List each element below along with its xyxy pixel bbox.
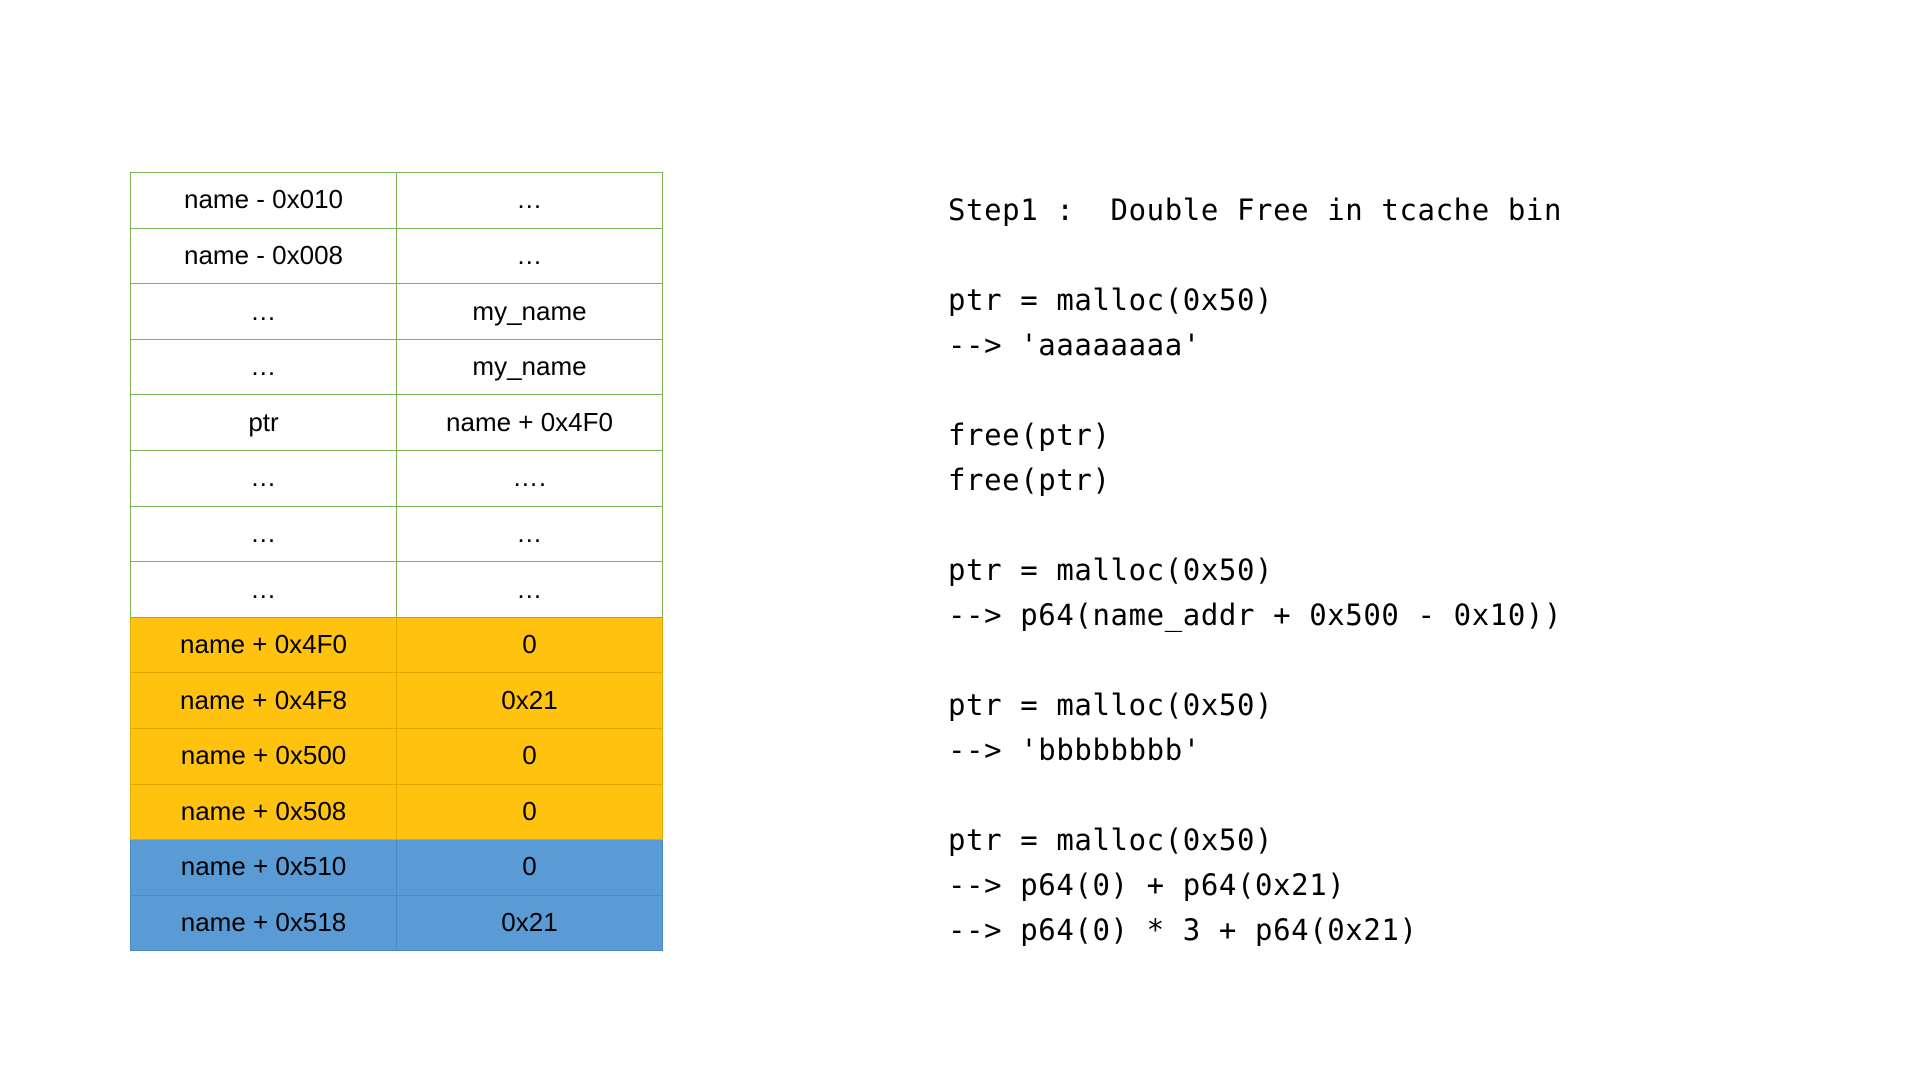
memory-row-value: …: [396, 505, 663, 563]
code-line: ptr = malloc(0x50): [948, 553, 1274, 587]
code-block-spacer: [948, 773, 1848, 818]
memory-row-address: name + 0x500: [130, 727, 397, 785]
step-heading: Step1 : Double Free in tcache bin: [948, 193, 1563, 227]
code-line: --> 'bbbbbbbb': [948, 733, 1201, 767]
code-block-double-free: free(ptr) free(ptr): [948, 413, 1848, 503]
memory-row-address: …: [130, 338, 397, 396]
memory-row: ……: [130, 561, 663, 618]
memory-row: …my_name: [130, 338, 663, 396]
memory-row-value: 0: [396, 727, 663, 785]
code-block-second-allocation-overwrite-fd: ptr = malloc(0x50) --> p64(name_addr + 0x…: [948, 548, 1848, 638]
code-line: ptr = malloc(0x50): [948, 283, 1274, 317]
memory-row-address: name + 0x510: [130, 839, 397, 896]
exploit-steps-panel: Step1 : Double Free in tcache bin ptr = …: [948, 188, 1848, 953]
memory-row-address: name - 0x008: [130, 227, 397, 285]
memory-row-address: …: [130, 283, 397, 340]
memory-layout-table-body: name - 0x010…name - 0x008……my_name…my_na…: [130, 172, 663, 952]
memory-row: …my_name: [130, 283, 663, 340]
code-line: --> 'aaaaaaaa': [948, 328, 1201, 362]
memory-row-value: …: [396, 227, 663, 285]
code-line: ptr = malloc(0x50): [948, 823, 1274, 857]
code-block-spacer: [948, 368, 1848, 413]
memory-row-value: my_name: [396, 283, 663, 340]
memory-row-value: name + 0x4F0: [396, 394, 663, 451]
memory-row-value: 0: [396, 616, 663, 674]
memory-row-value: ….: [396, 449, 663, 507]
code-block-spacer: [948, 638, 1848, 683]
code-blocks-container: ptr = malloc(0x50) --> 'aaaaaaaa' free(ptr…: [948, 278, 1848, 953]
memory-row-address: …: [130, 561, 397, 618]
memory-row: …….: [130, 449, 663, 507]
memory-row-value: …: [396, 172, 663, 229]
memory-row-address: name + 0x4F8: [130, 672, 397, 729]
memory-row-value: 0x21: [396, 672, 663, 729]
code-line: free(ptr): [948, 418, 1111, 452]
code-line: --> p64(0) + p64(0x21): [948, 868, 1346, 902]
memory-row-value: 0x21: [396, 894, 663, 952]
memory-row-value: 0: [396, 839, 663, 896]
memory-row: name - 0x010…: [130, 172, 663, 229]
memory-row: ……: [130, 505, 663, 563]
memory-row-address: name + 0x4F0: [130, 616, 397, 674]
memory-row-address: name - 0x010: [130, 172, 397, 229]
memory-row-address: name + 0x518: [130, 894, 397, 952]
memory-layout-table: name - 0x010…name - 0x008……my_name…my_na…: [130, 172, 663, 952]
code-line: --> p64(0) * 3 + p64(0x21): [948, 913, 1418, 947]
memory-row-address: ptr: [130, 394, 397, 451]
memory-row: name - 0x008…: [130, 227, 663, 285]
memory-row-value: 0: [396, 783, 663, 841]
spacer-after-heading: [948, 233, 1848, 278]
code-block-fourth-allocation-fake-chunk: ptr = malloc(0x50) --> p64(0) + p64(0x21)…: [948, 818, 1848, 953]
code-line: free(ptr): [948, 463, 1111, 497]
memory-row-address: …: [130, 449, 397, 507]
code-block-first-allocation: ptr = malloc(0x50) --> 'aaaaaaaa': [948, 278, 1848, 368]
code-line: --> p64(name_addr + 0x500 - 0x10)): [948, 598, 1563, 632]
memory-row-address: …: [130, 505, 397, 563]
code-block-third-allocation: ptr = malloc(0x50) --> 'bbbbbbbb': [948, 683, 1848, 773]
memory-row-value: my_name: [396, 338, 663, 396]
code-line: ptr = malloc(0x50): [948, 688, 1274, 722]
memory-row-value: …: [396, 561, 663, 618]
memory-row-address: name + 0x508: [130, 783, 397, 841]
code-block-spacer: [948, 503, 1848, 548]
